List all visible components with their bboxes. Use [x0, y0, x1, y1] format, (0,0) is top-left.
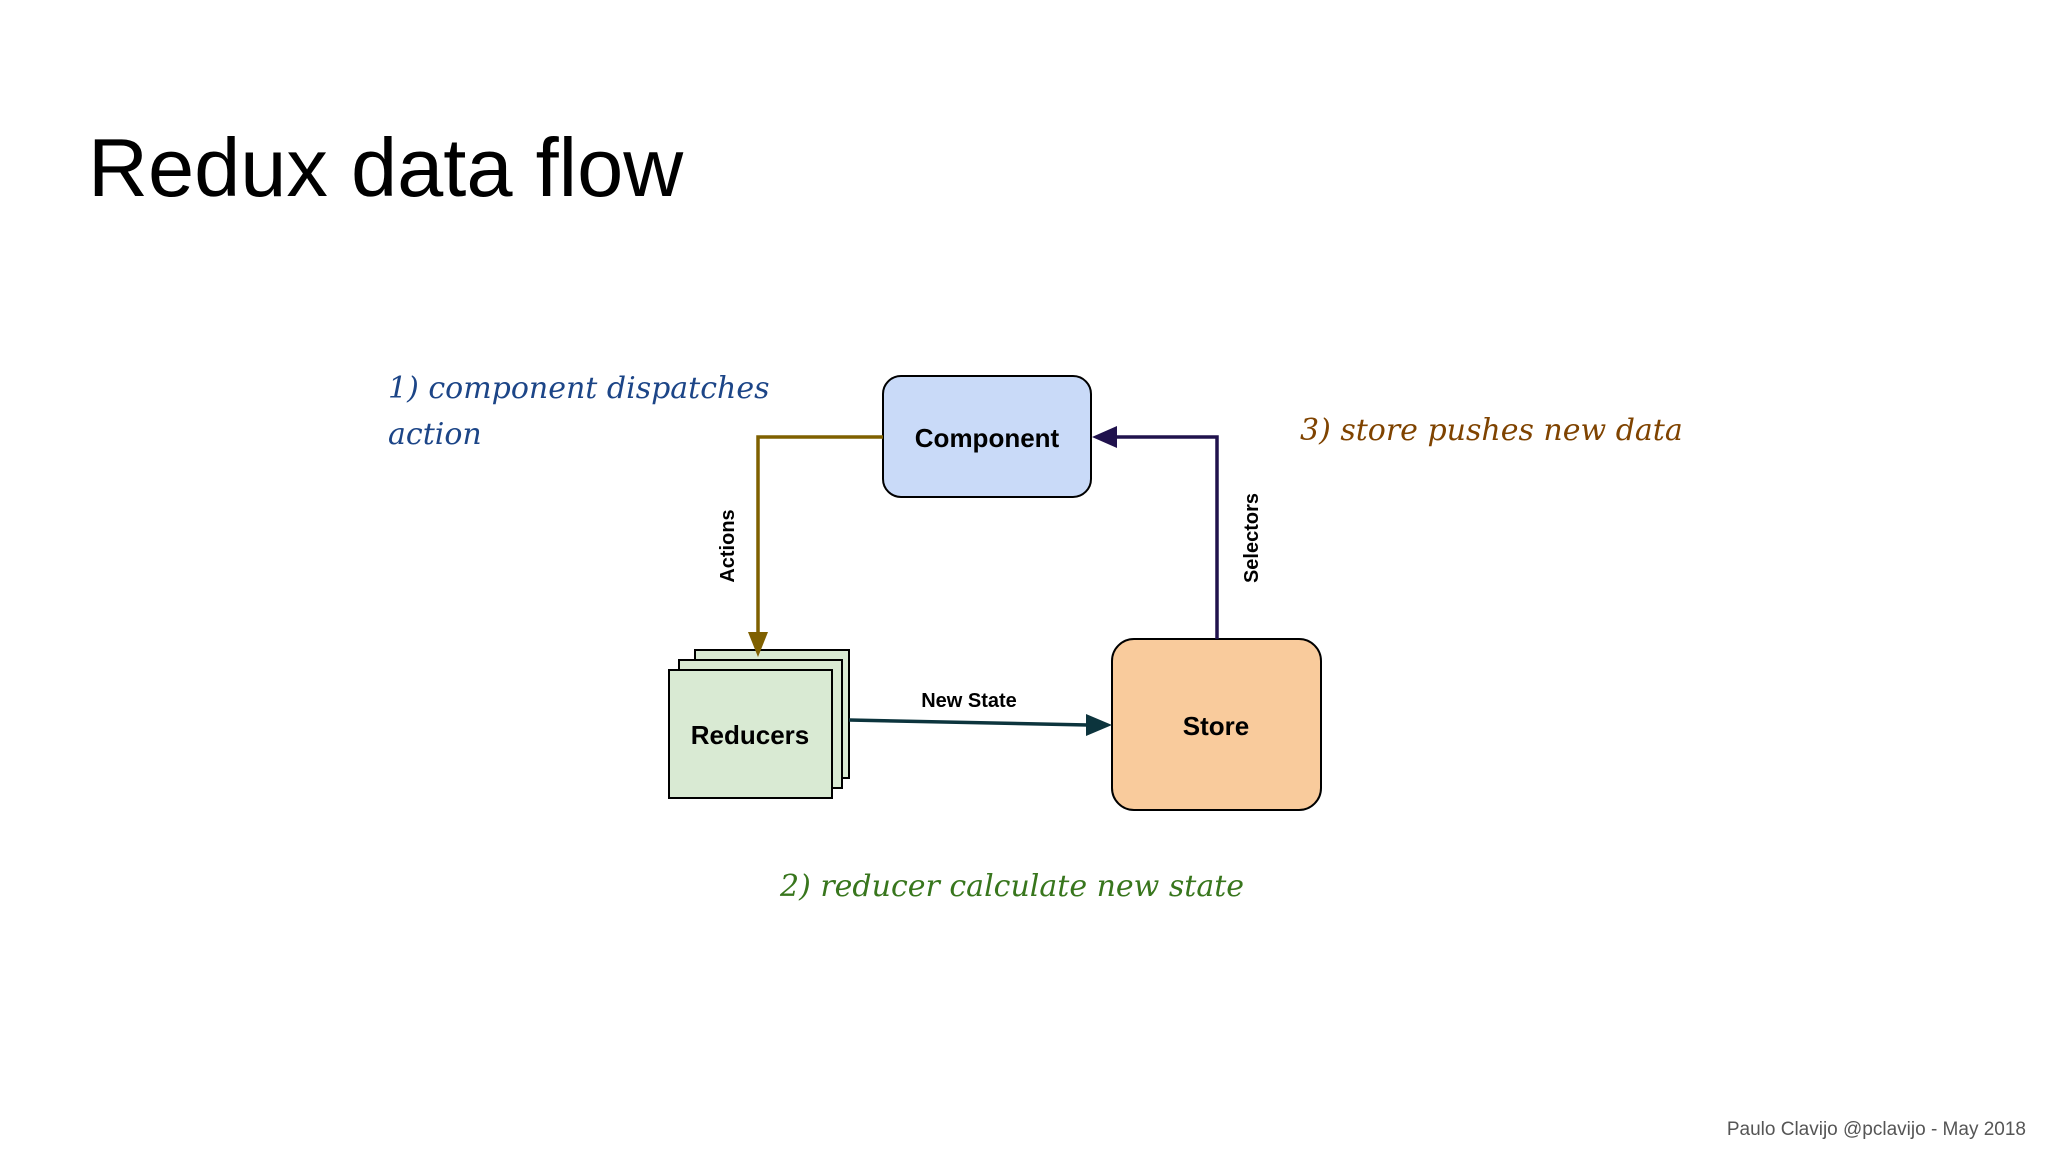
store-label: Store — [1183, 711, 1249, 741]
actions-arrowhead — [748, 632, 768, 657]
new-state-arrowhead — [1086, 714, 1112, 736]
selectors-arrowhead — [1092, 426, 1117, 448]
actions-arrow — [756, 435, 883, 652]
reducers-label: Reducers — [691, 720, 810, 750]
note-step-1-line-2: action — [388, 417, 482, 452]
selectors-arrow — [1115, 435, 1219, 639]
component-node: Component — [882, 375, 1092, 498]
note-step-3: 3) store pushes new data — [1300, 413, 1683, 448]
new-state-arrow — [848, 718, 1089, 727]
note-step-1-line-1: 1) component dispatches — [388, 371, 770, 406]
component-label: Component — [915, 423, 1060, 453]
actions-label: Actions — [717, 509, 739, 582]
new-state-label: New State — [921, 690, 1017, 712]
reducers-node: Reducers — [668, 649, 850, 799]
page-title: Redux data flow — [88, 121, 684, 214]
selectors-label: Selectors — [1241, 493, 1263, 583]
store-node: Store — [1111, 638, 1322, 811]
note-step-2: 2) reducer calculate new state — [779, 869, 1244, 904]
footer-credit: Paulo Clavijo @pclavijo - May 2018 — [1726, 1119, 2026, 1140]
